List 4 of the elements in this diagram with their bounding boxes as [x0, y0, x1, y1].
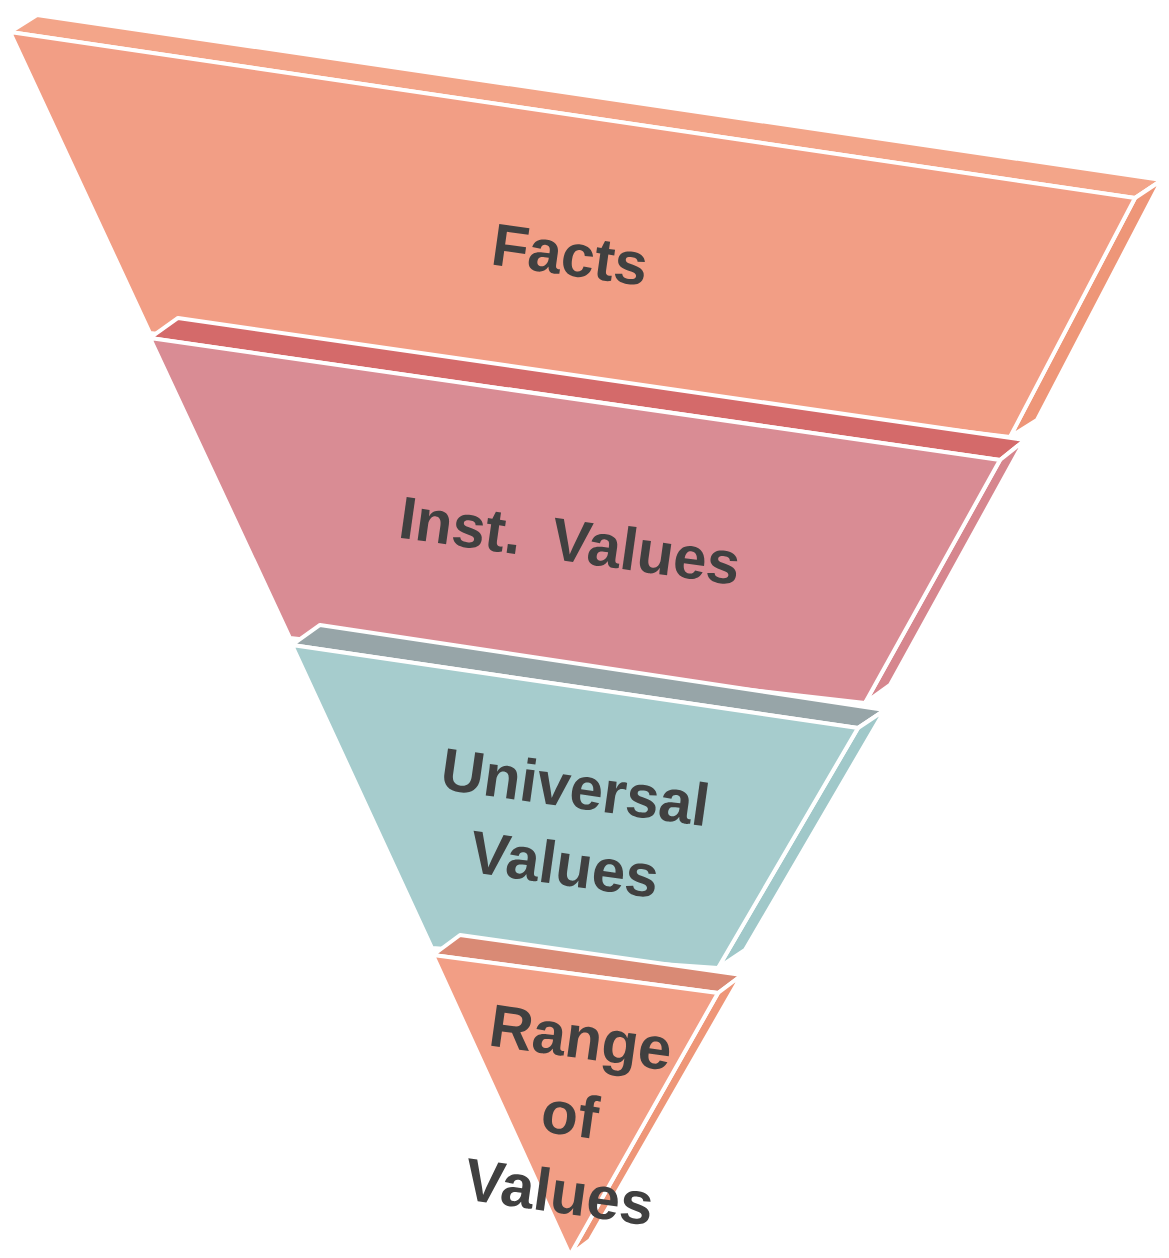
funnel-band: Universal Values [290, 623, 887, 970]
funnel-band: Inst. Values [148, 316, 1027, 705]
funnel-band: Range of Values [431, 933, 744, 1257]
funnel-band: Facts [8, 13, 1164, 439]
